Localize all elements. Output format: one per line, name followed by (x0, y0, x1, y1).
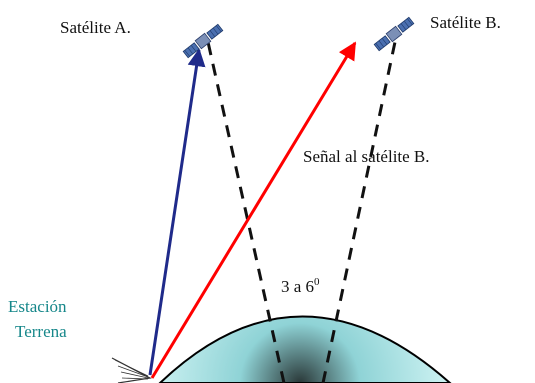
signal-arrow-satellite-b (150, 41, 357, 379)
signal-arrow-satellite-a (148, 48, 206, 376)
angle-value: 3 a 6 (281, 277, 314, 296)
satellite-icon (373, 16, 415, 52)
satellite-a-label: Satélite A. (60, 18, 131, 37)
angle-unit: 0 (314, 276, 320, 288)
dashed-line-satellite-a (206, 41, 286, 383)
satellite-b-label: Satélite B. (430, 13, 501, 32)
signal-b-label: Señal al satélite B. (303, 147, 430, 166)
satellite-icon (182, 23, 224, 59)
dashed-line-satellite-b (321, 41, 397, 383)
angle-label: 3 a 60 (281, 276, 320, 296)
station-label-line2: Terrena (15, 322, 67, 341)
earth (158, 315, 452, 383)
station-label-line1: Estación (8, 297, 67, 316)
dish-antenna-icon (111, 357, 152, 383)
